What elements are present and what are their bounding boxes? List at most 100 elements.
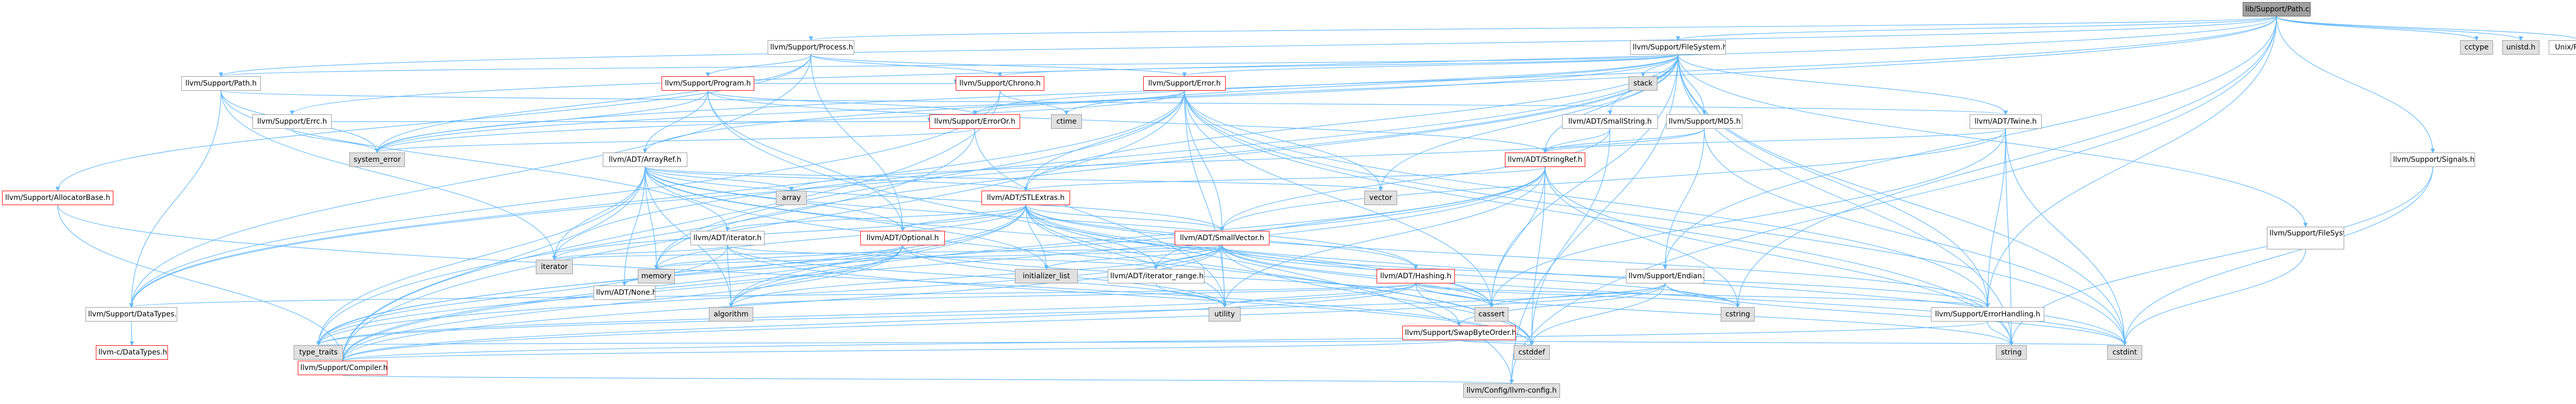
node-process[interactable]: llvm/Support/Process.h — [768, 40, 854, 55]
edge-optional-to-memory — [656, 245, 903, 270]
edge-error-to-memory — [656, 90, 1185, 270]
node-iterator[interactable]: llvm/ADT/iterator.h — [690, 231, 765, 245]
edge-stringref-to-stlextras — [1025, 166, 1546, 191]
node-stlextras[interactable]: llvm/ADT/STLExtras.h — [981, 191, 1070, 205]
node-datatypes[interactable]: llvm/Support/DataTypes.h — [86, 307, 177, 322]
node-smallstring[interactable]: llvm/ADT/SmallString.h — [1562, 114, 1658, 129]
node-vector[interactable]: vector — [1364, 191, 1397, 205]
edge-swapbyteorder-to-cstddef — [1459, 340, 1532, 346]
edge-arrowhead — [1064, 110, 1069, 115]
node-smallvector[interactable]: llvm/ADT/SmallVector.h — [1175, 231, 1269, 245]
edge-arrowhead — [900, 227, 905, 232]
node-arrayref[interactable]: llvm/ADT/ArrayRef.h — [603, 153, 687, 167]
edge-stringref-to-algorithm — [731, 166, 1546, 308]
edge-optional-to-algorithm — [731, 245, 903, 308]
node-twine[interactable]: llvm/ADT/Twine.h — [1970, 114, 2042, 129]
edge-filesystem-to-path — [221, 54, 1679, 77]
node-iterator-sys[interactable]: iterator — [536, 260, 573, 274]
node-utility[interactable]: utility — [1209, 307, 1241, 322]
edge-uniqueid-to-cstdint — [2124, 249, 2306, 346]
node-ctime[interactable]: ctime — [1051, 114, 1082, 129]
node-llvmconfig[interactable]: llvm/Config/llvm-config.h — [1463, 383, 1560, 398]
edge-path-to-twine — [221, 90, 2006, 115]
edge-program-to-optional — [707, 90, 903, 231]
edge-arrowhead — [1044, 265, 1049, 270]
edge-twine-to-stringref — [1545, 128, 2006, 153]
edge-smallvector-to-compiler — [342, 245, 1223, 361]
node-unixpath[interactable]: Unix/Path.inc — [2549, 40, 2576, 55]
edge-erroror-to-utility — [974, 128, 1225, 308]
node-hashing[interactable]: llvm/ADT/Hashing.h — [1377, 269, 1455, 283]
node-chrono[interactable]: llvm/Support/Chrono.h — [956, 76, 1044, 91]
edge-filesystem-to-twine — [1677, 54, 2006, 115]
edge-error-to-vector — [1184, 90, 1381, 191]
node-compiler[interactable]: llvm/Support/Compiler.h — [298, 361, 387, 375]
node-endian[interactable]: llvm/Support/Endian.h — [1626, 269, 1704, 283]
node-type-traits[interactable]: type_traits — [294, 345, 343, 360]
node-cctype[interactable]: cctype — [2460, 40, 2493, 55]
node-filesystem[interactable]: llvm/Support/FileSystem.h — [1630, 40, 1726, 55]
node-optional[interactable]: llvm/ADT/Optional.h — [860, 231, 945, 245]
node-cstddef[interactable]: cstddef — [1514, 345, 1550, 360]
edge-arrowhead — [1985, 303, 1990, 308]
edge-stlextras-to-initializer_list — [1025, 205, 1047, 270]
edge-root-to-errorhandling — [1987, 16, 2277, 308]
edge-hashing-to-type_traits — [318, 283, 1416, 346]
edge-arrowhead — [2003, 110, 2008, 115]
node-program[interactable]: llvm/Support/Program.h — [662, 76, 754, 91]
edge-endian-to-cstddef — [1531, 283, 1666, 346]
edge-arrowhead — [1378, 187, 1383, 192]
edge-stlextras-to-errorhandling — [1025, 205, 1988, 308]
edge-errorhandling-to-string — [1987, 321, 2012, 346]
edge-root-to-filesystem — [1677, 16, 2277, 41]
edge-arrayref-to-algorithm — [645, 166, 732, 308]
node-unistd[interactable]: unistd.h — [2502, 40, 2539, 55]
edge-stlextras-to-utility — [1025, 205, 1225, 308]
node-erroror[interactable]: llvm/Support/ErrorOr.h — [929, 114, 1020, 129]
edge-stlextras-to-memory — [656, 205, 1026, 270]
node-iterator-range[interactable]: llvm/ADT/iterator_range.h — [1108, 269, 1205, 283]
edge-filesystem-to-vector — [1380, 54, 1679, 191]
node-initializer-list[interactable]: initializer_list — [1015, 269, 1078, 283]
node-string[interactable]: string — [1996, 345, 2027, 360]
node-none[interactable]: llvm/ADT/None.h — [594, 285, 655, 300]
edge-arrowhead — [2122, 341, 2127, 346]
node-md5[interactable]: llvm/Support/MD5.h — [1666, 114, 1742, 129]
edge-arrayref-to-iterator_sys — [554, 166, 646, 260]
edge-endian-to-cstring — [1665, 283, 1738, 308]
edge-arrowhead — [808, 36, 814, 41]
edge-arrayref-to-none — [624, 166, 646, 286]
node-stringref[interactable]: llvm/ADT/StringRef.h — [1505, 153, 1585, 167]
edge-program-to-erroror — [707, 90, 975, 115]
node-cstdint[interactable]: cstdint — [2107, 345, 2142, 360]
node-uniqueid[interactable]: llvm/Support/FileSystem/UniqueID.h — [2267, 227, 2344, 249]
node-cdatatypes[interactable]: llvm-c/DataTypes.h — [96, 345, 168, 360]
edge-filesystem-to-md5 — [1677, 54, 1705, 115]
node-swapbyteorder[interactable]: llvm/Support/SwapByteOrder.h — [1402, 326, 1516, 340]
edge-hashing-to-algorithm — [731, 283, 1416, 308]
node-allocatorbase[interactable]: llvm/Support/AllocatorBase.h — [2, 191, 113, 205]
edge-arrowhead — [789, 187, 794, 192]
edge-arrayref-to-memory — [645, 166, 657, 270]
node-memory[interactable]: memory — [638, 269, 675, 283]
edge-erroror-to-type_traits — [318, 128, 975, 346]
node-cstring[interactable]: cstring — [1721, 307, 1755, 322]
node-stack[interactable]: stack — [1629, 76, 1657, 91]
node-errc[interactable]: llvm/Support/Errc.h — [252, 114, 332, 129]
edge-arrowhead — [1456, 322, 1462, 327]
node-cassert[interactable]: cassert — [1475, 307, 1509, 322]
node-errorhandling[interactable]: llvm/Support/ErrorHandling.h — [1931, 307, 2044, 322]
node-error[interactable]: llvm/Support/Error.h — [1143, 76, 1226, 91]
node-system-error[interactable]: system_error — [349, 153, 405, 167]
node-array[interactable]: array — [776, 191, 807, 205]
edge-iterator-to-iterator_sys — [554, 245, 728, 260]
edge-root-to-cctype — [2276, 16, 2477, 41]
edge-filesystem-to-stringref — [1545, 54, 1679, 153]
node-root[interactable]: lib/Support/Path.cpp — [2243, 2, 2311, 16]
edge-hashing-to-utility — [1224, 283, 1416, 308]
node-path[interactable]: llvm/Support/Path.h — [181, 76, 261, 91]
edge-root-to-cstring — [1737, 16, 2277, 308]
edge-stlextras-to-compiler — [342, 205, 1026, 361]
node-algorithm[interactable]: algorithm — [709, 307, 753, 322]
node-signals[interactable]: llvm/Support/Signals.h — [2391, 153, 2475, 167]
